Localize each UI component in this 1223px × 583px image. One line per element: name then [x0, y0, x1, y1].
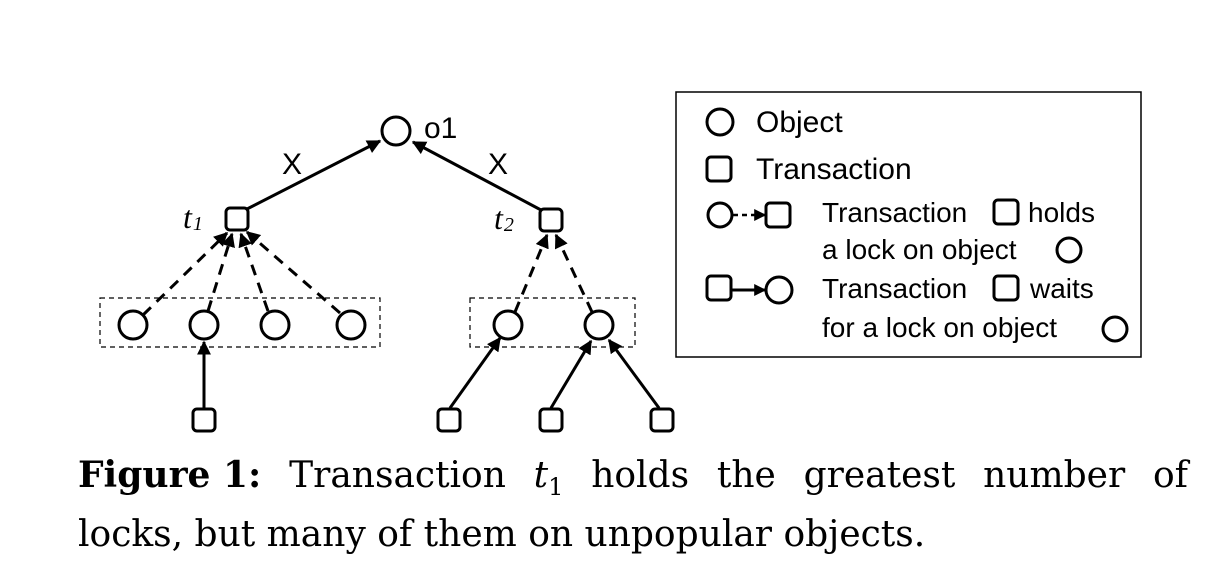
legend-holds-transaction-icon	[764, 201, 792, 229]
caption-word: Transaction	[289, 455, 506, 496]
object-node	[583, 309, 615, 341]
transaction-node	[538, 407, 564, 433]
caption-word: number	[983, 455, 1126, 496]
caption-figure-label: Figure 1:	[78, 454, 262, 496]
legend-waits-text-line2: for a lock on object	[822, 312, 1057, 343]
legend-waits-text-a: Transaction	[822, 273, 967, 304]
caption-word: the	[716, 455, 776, 496]
object-node	[492, 309, 524, 341]
edge-object-held-by-t1	[141, 231, 229, 317]
caption-word: greatest	[803, 455, 956, 496]
caption-word: holds	[591, 455, 690, 496]
edge-label-x-right: X	[488, 148, 508, 181]
object-node	[259, 309, 291, 341]
edge-object-held-by-t1	[238, 232, 270, 312]
object-group-left	[99, 297, 381, 348]
caption-line-1: Figure 1: Transaction t1 holds the great…	[78, 452, 1188, 511]
legend-holds-text-line2: a lock on object	[822, 234, 1017, 265]
edge-object-held-by-t2	[554, 233, 594, 313]
lock-graph-diagram: o1 t1 t2 X X Object Transaction	[99, 91, 1142, 433]
legend-transaction-icon	[705, 155, 733, 183]
legend-waits-text-b: waits	[1029, 273, 1094, 304]
transaction-node	[649, 407, 675, 433]
edge-transaction-waits-object	[448, 336, 502, 409]
legend-holds-inline-object-icon	[1055, 236, 1083, 264]
edge-t2-waits-root	[411, 140, 542, 212]
transaction-node	[436, 407, 462, 433]
edge-object-held-by-t2	[513, 233, 549, 313]
object-node	[335, 309, 367, 341]
legend-object-icon	[705, 107, 735, 137]
transaction-node	[191, 407, 217, 433]
legend-transaction-label: Transaction	[756, 153, 912, 186]
legend-waits-transaction-icon	[705, 274, 733, 302]
t2-label: t2	[494, 200, 514, 236]
edge-t1-waits-root	[246, 139, 382, 211]
object-node	[117, 309, 149, 341]
caption-word: of	[1152, 455, 1188, 496]
edge-transaction-waits-object	[607, 338, 661, 409]
transaction-t1-node	[224, 206, 250, 232]
legend-waits-object-icon	[764, 275, 794, 305]
root-object-node	[380, 115, 412, 147]
edge-label-x-left: X	[282, 148, 302, 181]
legend-holds-object-icon	[706, 201, 734, 229]
object-node	[188, 309, 220, 341]
legend-holds-inline-transaction-icon	[992, 198, 1020, 226]
legend-holds-text-b: holds	[1028, 197, 1095, 228]
t1-label: t1	[183, 199, 203, 235]
legend-box	[675, 91, 1142, 358]
edge-transaction-waits-object	[549, 339, 593, 409]
legend-waits-inline-transaction-icon	[992, 274, 1020, 302]
legend: Object Transaction Transaction holds a l…	[675, 91, 1142, 358]
transaction-t2-node	[538, 207, 564, 233]
caption-math-t1: t1	[533, 455, 564, 502]
edge-object-held-by-t1	[245, 230, 341, 315]
legend-holds-text-a: Transaction	[822, 197, 967, 228]
edge-object-held-by-t1	[206, 232, 235, 312]
figure-caption: Figure 1: Transaction t1 holds the great…	[78, 452, 1188, 558]
caption-line-2: locks, but many of them on unpopular obj…	[78, 514, 926, 556]
legend-object-label: Object	[756, 106, 843, 139]
root-object-label: o1	[424, 112, 457, 145]
object-group-right	[469, 297, 636, 348]
legend-waits-inline-object-icon	[1101, 315, 1129, 343]
